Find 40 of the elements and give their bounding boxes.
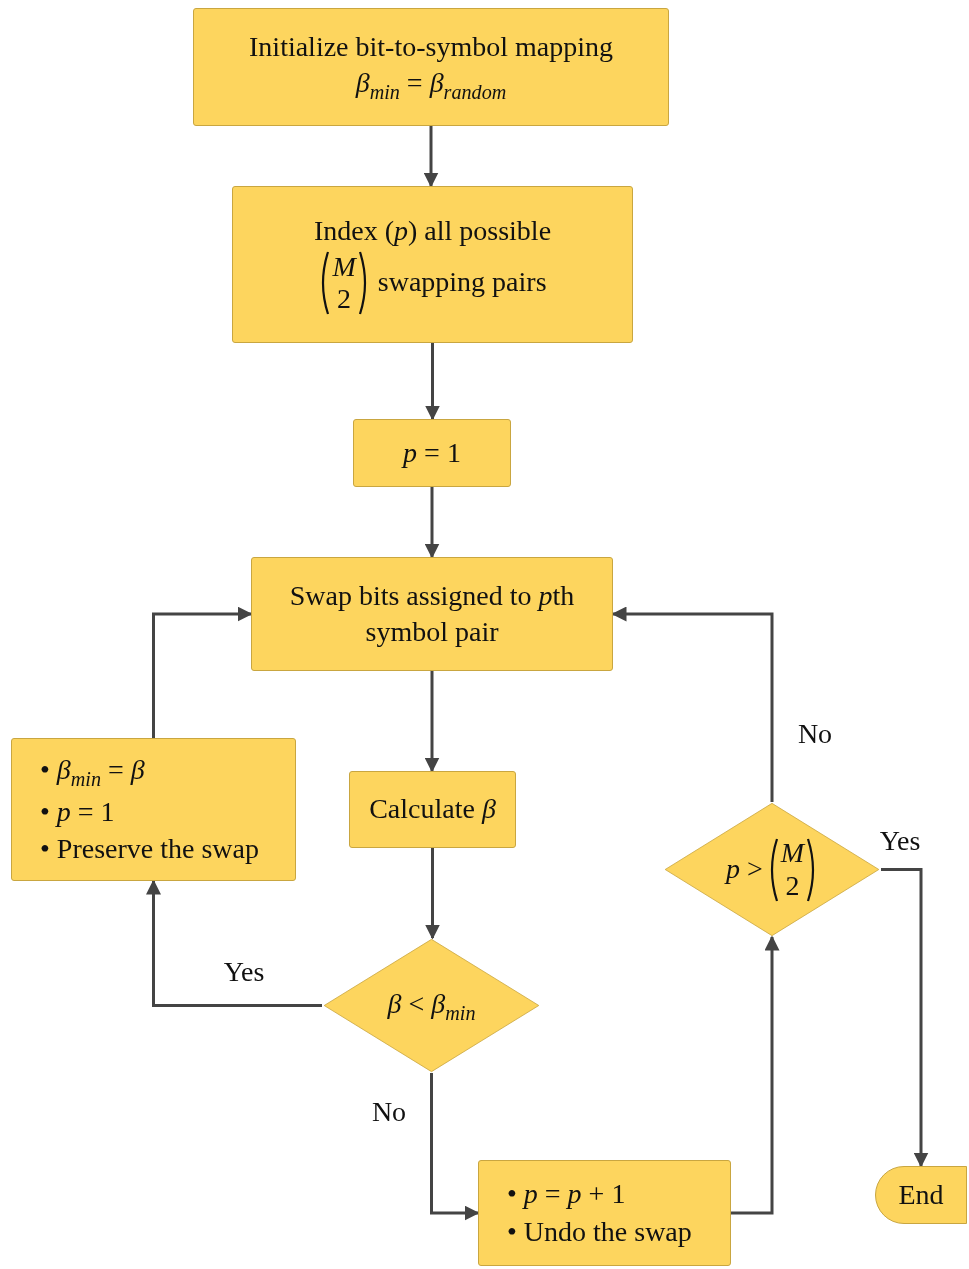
arrow [881,868,929,1168]
arrow [423,126,439,188]
math-text: M [780,837,805,870]
node-text: β$_{min}$ = β$_{random}$ [355,66,507,105]
node-text: Swap bits assigned to pth symbol pair [288,578,576,649]
node-text: Index (p) all possible [313,214,552,249]
bullet-item: • β$_{min}$ = β [40,752,146,792]
arrow [424,487,440,559]
decision-diamond [322,938,541,1073]
node-text: End [898,1177,944,1212]
node-text: swapping pairs [377,265,547,300]
terminal-box [875,1166,967,1224]
bullet-item: • Undo the swap [507,1215,693,1249]
bullet-item: • Preserve the swap [40,832,260,867]
process-box [232,186,633,343]
arrow [425,343,440,421]
process-box [478,1160,731,1266]
process-box [11,738,296,881]
arrow [146,879,322,1007]
arrow [424,671,440,773]
node-text: Calculate β [369,792,496,827]
math-text: 2 [337,282,352,315]
math-text: 2 [785,869,800,902]
decision-diamond [663,802,881,937]
arrow [430,1073,480,1221]
bullet-item: • p = p + 1 [507,1177,627,1212]
process-box [353,419,511,487]
node-text: β < β$_{min}$ [387,986,476,1026]
bullet-item: • p = 1 [40,794,116,829]
node-text: p = 1 [403,435,461,470]
math-text: M [332,250,356,283]
arrow [152,606,253,738]
process-box [251,557,613,671]
arrow [611,606,774,802]
process-box [349,771,516,848]
process-box [193,8,669,126]
math-text: p > [725,852,763,887]
arrow [731,935,780,1215]
node-text: Initialize bit-to-symbol mapping [249,29,613,64]
arrow [425,848,440,940]
